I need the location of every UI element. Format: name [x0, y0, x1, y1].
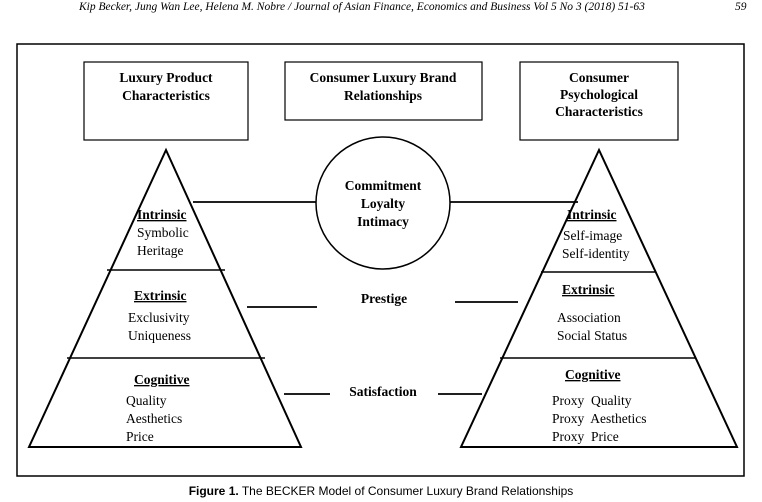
running-header: Kip Becker, Jung Wan Lee, Helena M. Nobr…	[0, 1, 762, 17]
psychological-box	[519, 61, 679, 141]
page-number: 59	[735, 1, 747, 13]
circle-label: Commitment	[345, 178, 422, 193]
caption-text: The BECKER Model of Consumer Luxury Bran…	[238, 484, 574, 498]
satisfaction-label: Satisfaction	[349, 384, 417, 399]
right-extrinsic-item: Association	[557, 310, 621, 325]
right-cognitive-item: Proxy Price	[552, 429, 619, 444]
left-cognitive-item: Aesthetics	[126, 411, 182, 426]
left-cognitive-title: Cognitive	[134, 372, 190, 387]
relationships-title-2: Relationships	[344, 88, 422, 103]
circle-label: Loyalty	[361, 196, 406, 211]
left-extrinsic-item: Exclusivity	[128, 310, 190, 325]
right-intrinsic-item: Self-identity	[562, 246, 630, 261]
relationships-box	[284, 61, 483, 121]
relationships-title-1: Consumer Luxury Brand	[310, 70, 457, 85]
caption-label: Figure 1.	[188, 484, 239, 498]
left-cognitive-item: Quality	[126, 393, 167, 408]
figure-frame	[16, 43, 745, 477]
psychological-title-1: Consumer	[569, 70, 629, 85]
journal-citation: Kip Becker, Jung Wan Lee, Helena M. Nobr…	[79, 1, 645, 13]
left-extrinsic-title: Extrinsic	[134, 288, 187, 303]
right-extrinsic-title: Extrinsic	[562, 282, 615, 297]
right-extrinsic-item: Social Status	[557, 328, 627, 343]
left-extrinsic-item: Uniqueness	[128, 328, 191, 343]
luxury-product-title-2: Characteristics	[122, 88, 210, 103]
left-intrinsic-item: Symbolic	[137, 225, 189, 240]
right-cognitive-item: Proxy Quality	[552, 393, 632, 408]
left-cognitive-item: Price	[126, 429, 154, 444]
psychological-title-2: Psychological	[560, 87, 638, 102]
right-cognitive-item: Proxy Aesthetics	[552, 411, 647, 426]
luxury-product-box	[83, 61, 249, 141]
prestige-label: Prestige	[361, 291, 407, 306]
psychological-title-3: Characteristics	[555, 104, 643, 119]
figure-caption: Figure 1. The BECKER Model of Consumer L…	[0, 484, 762, 498]
relationship-circle	[315, 136, 451, 270]
right-intrinsic-item: Self-image	[563, 228, 622, 243]
circle-label: Intimacy	[357, 214, 409, 229]
right-pyramid	[459, 147, 739, 448]
left-intrinsic-title: Intrinsic	[137, 207, 187, 222]
right-intrinsic-title: Intrinsic	[567, 207, 617, 222]
left-intrinsic-item: Heritage	[137, 243, 183, 258]
right-cognitive-title: Cognitive	[565, 367, 621, 382]
luxury-product-title-1: Luxury Product	[119, 70, 213, 85]
left-pyramid	[27, 147, 303, 448]
